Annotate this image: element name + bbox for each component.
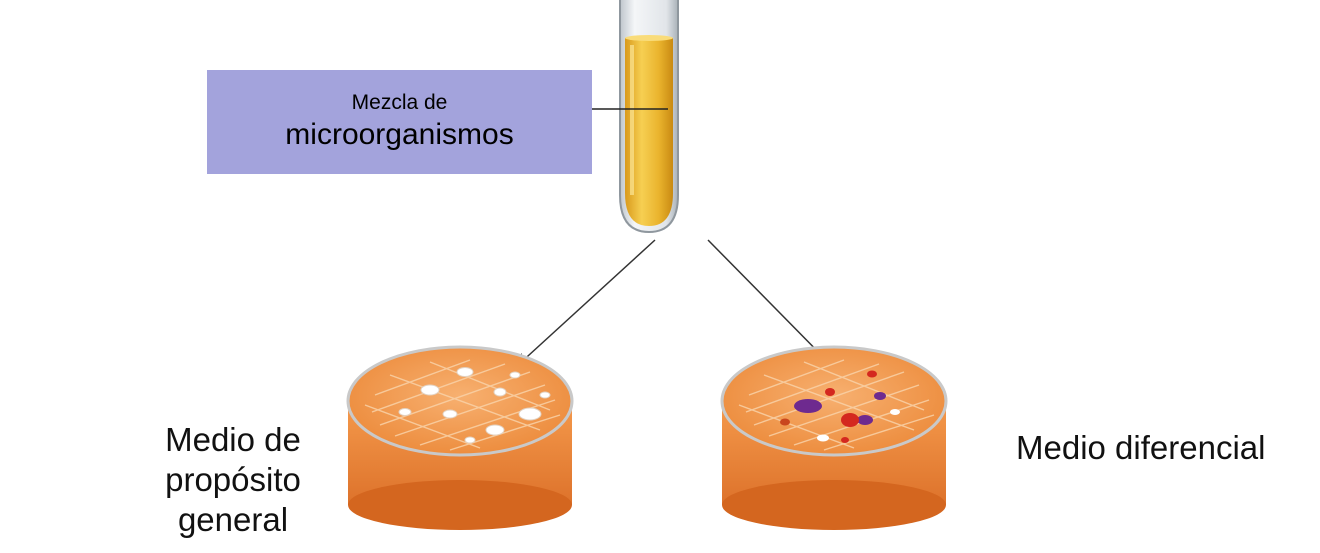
colony-purple (794, 399, 822, 413)
label-line1: Mezcla de (351, 91, 448, 114)
colony-white (890, 409, 900, 415)
colony-purple (857, 415, 873, 425)
colony (493, 387, 507, 397)
arrow-to-general-medium (516, 239, 656, 367)
colony (442, 409, 458, 419)
test-tube (619, 0, 679, 234)
colony-red (825, 388, 835, 396)
colony (420, 384, 440, 396)
colony-red (841, 413, 859, 427)
colony-purple (874, 392, 886, 400)
colony-red (867, 370, 877, 378)
colony (464, 436, 476, 444)
colony-red (780, 418, 790, 426)
colony (485, 424, 505, 436)
petri-dish-differential (720, 345, 948, 530)
colony (398, 408, 412, 416)
colony-red (841, 437, 849, 443)
petri-dish-general (346, 345, 574, 530)
label-line2: microorganismos (285, 118, 514, 151)
tube-liquid (625, 38, 673, 226)
mixture-label-box: Mezcla de microorganismos (207, 70, 592, 174)
colony (456, 367, 474, 377)
caption-left-line2: general (177, 501, 289, 538)
colony (509, 371, 521, 379)
colony (518, 407, 542, 421)
caption-differential-medium: Medio diferencial (1016, 429, 1266, 466)
colony-white (817, 434, 829, 442)
caption-left-line1: Medio de propósito (165, 421, 301, 498)
caption-general-medium: Medio de propósito general (108, 420, 358, 540)
colony (539, 391, 551, 399)
